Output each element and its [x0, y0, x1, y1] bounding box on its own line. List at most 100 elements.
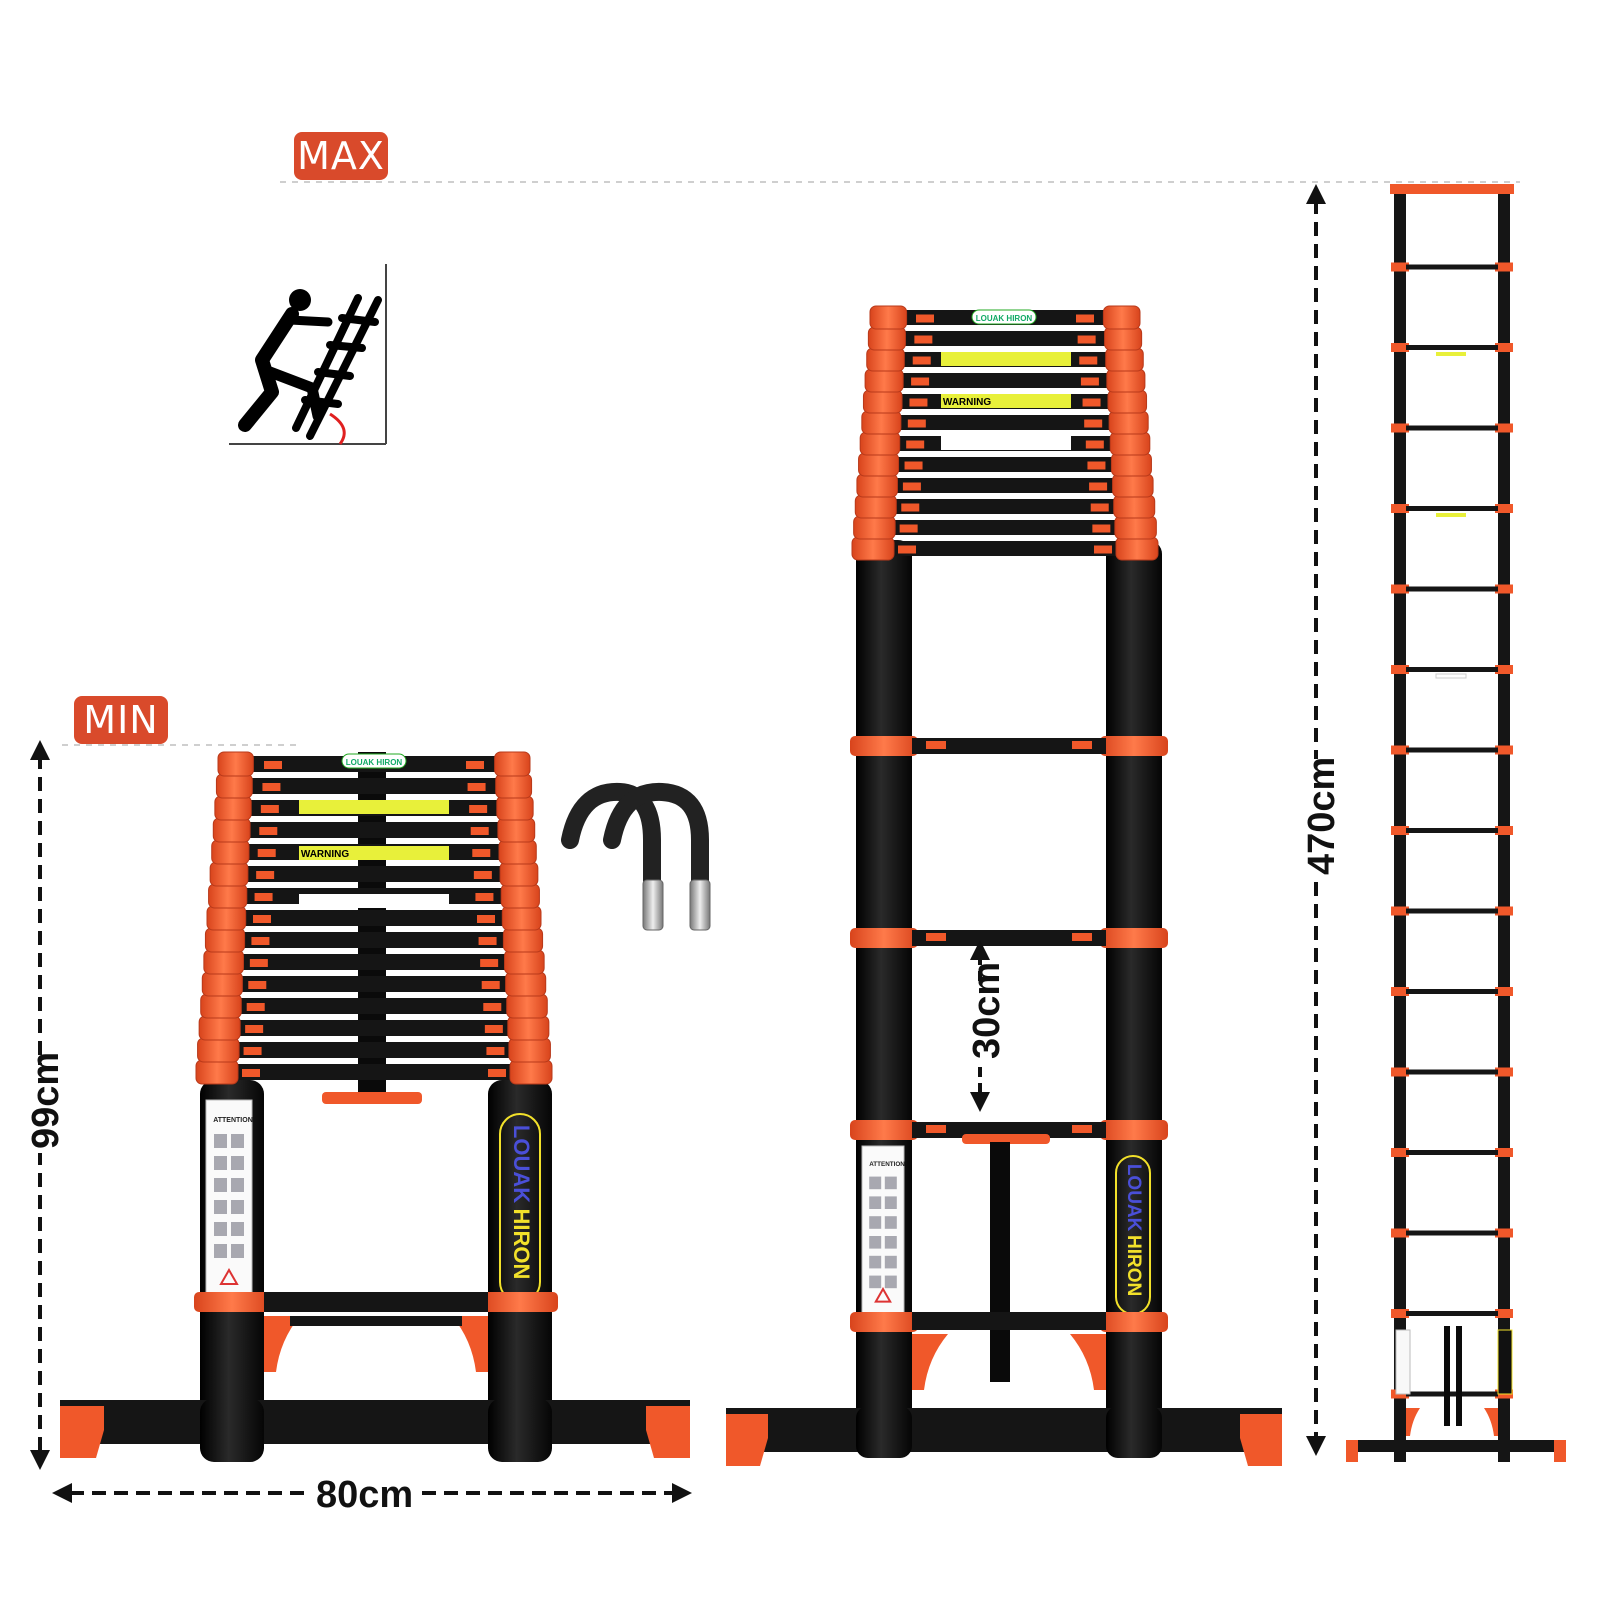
- stile-collar: [1495, 665, 1513, 674]
- attention-pictogram: [869, 1216, 882, 1229]
- rung-end-pad: [246, 1003, 265, 1011]
- stacked-rung: [237, 910, 511, 926]
- end-cap-right: [1112, 473, 1154, 498]
- top-brand-badge: [971, 309, 1037, 325]
- attention-pictogram: [214, 1222, 227, 1236]
- end-cap-left: [864, 368, 904, 393]
- rung-end-pad: [242, 1069, 260, 1077]
- stile-collar: [1495, 1228, 1513, 1238]
- rung-end-pad: [898, 545, 916, 554]
- end-cap-right: [1108, 410, 1149, 435]
- stile-collar: [1495, 262, 1513, 272]
- stile-collar: [1391, 504, 1409, 513]
- ladder-hooks-icon: [561, 782, 711, 931]
- rung-end-pad: [483, 1003, 502, 1011]
- end-cap-left: [853, 515, 896, 540]
- rung-end-pad: [466, 761, 484, 769]
- end-cap-left: [204, 927, 246, 953]
- rung-end-pad: [1084, 419, 1103, 428]
- extended-rung: [912, 738, 1106, 754]
- rung-sticker: [299, 894, 449, 908]
- attention-pictogram: [214, 1134, 227, 1148]
- attention-pictogram: [231, 1200, 244, 1214]
- stacked-rung: [233, 954, 515, 970]
- attention-pictogram: [869, 1255, 882, 1269]
- stile-collar: [1391, 745, 1409, 755]
- rung-end-pad: [251, 937, 270, 945]
- end-cap-right: [1102, 305, 1141, 330]
- end-cap-right: [505, 971, 547, 997]
- stile-collar: [1495, 906, 1513, 916]
- end-cap-left: [208, 883, 248, 909]
- end-cap-right: [506, 993, 548, 1019]
- end-cap-left: [200, 993, 242, 1019]
- end-cap-right: [498, 839, 537, 865]
- attention-label-text: ATTENTION: [869, 1161, 905, 1168]
- end-cap-right: [508, 1037, 551, 1063]
- top-brand-badge: [341, 753, 407, 769]
- end-cap-right: [1114, 515, 1157, 540]
- extended-rung: [1406, 908, 1498, 914]
- end-cap-right: [1113, 494, 1156, 519]
- attention-pictogram: [869, 1196, 882, 1209]
- attention-pictogram: [869, 1275, 882, 1289]
- rung-end-pad: [1076, 314, 1094, 323]
- right-stile: [1106, 540, 1162, 1458]
- attention-pictogram: [231, 1244, 244, 1258]
- rung-end-pad: [260, 805, 279, 813]
- extended-rung: [912, 1122, 1106, 1138]
- stile-collar: [850, 736, 918, 756]
- rung-end-pad: [914, 335, 933, 344]
- rung-end-pad: [469, 805, 488, 813]
- extended-rung: [1406, 586, 1498, 592]
- end-cap-left: [858, 452, 900, 477]
- min-tag: MIN: [74, 696, 168, 744]
- attention-pictogram: [231, 1134, 244, 1148]
- attention-pictogram: [884, 1236, 897, 1249]
- attention-label: [1395, 1329, 1411, 1395]
- hanging-strap: [990, 1142, 1010, 1382]
- stile-collar: [1495, 1309, 1513, 1318]
- attention-pictogram: [231, 1156, 244, 1170]
- stacked-rung: [898, 331, 1112, 346]
- end-cap-left: [214, 795, 252, 821]
- end-cap-left: [851, 536, 895, 561]
- rung-end-pad: [1085, 440, 1104, 449]
- end-cap-left: [203, 949, 245, 975]
- stacked-rung: [232, 976, 516, 992]
- rung-end-pad: [481, 981, 500, 989]
- arch-brace-right: [1484, 1408, 1498, 1436]
- extended-rung: [1406, 264, 1498, 270]
- rung-end-pad: [254, 893, 273, 901]
- attention-pictogram: [214, 1244, 227, 1258]
- rung-sticker: [1435, 673, 1467, 679]
- extended-rung: [1406, 345, 1498, 350]
- rung-end-pad: [909, 398, 928, 407]
- attention-label: [861, 1145, 905, 1317]
- rung-end-pad: [1082, 398, 1101, 407]
- end-cap-left: [867, 326, 906, 351]
- stile-collar: [1391, 1228, 1409, 1238]
- rung-sticker: [299, 846, 449, 860]
- attention-pictogram: [884, 1255, 897, 1269]
- end-cap-left: [198, 1015, 241, 1041]
- rung-end-pad: [916, 314, 934, 323]
- stile-collar: [850, 1120, 918, 1140]
- stile-collar: [1391, 1067, 1409, 1077]
- end-cap-right: [494, 751, 531, 777]
- brand-text-louak: LOUAK: [1123, 1164, 1144, 1232]
- end-cap-left: [854, 494, 897, 519]
- rung-end-pad: [486, 1047, 505, 1055]
- brand-text-hiron: HIRON: [1123, 1235, 1144, 1296]
- attention-pictogram: [884, 1275, 897, 1289]
- end-cap-left: [209, 861, 249, 887]
- end-cap-right: [1104, 326, 1143, 351]
- rung-end-pad: [1072, 1125, 1092, 1133]
- hanging-strap: [1444, 1326, 1450, 1426]
- stile-collar: [1391, 343, 1409, 352]
- top-cap: [1390, 184, 1514, 194]
- stabilizer-bar: [60, 1400, 690, 1444]
- end-cap-right: [1110, 452, 1152, 477]
